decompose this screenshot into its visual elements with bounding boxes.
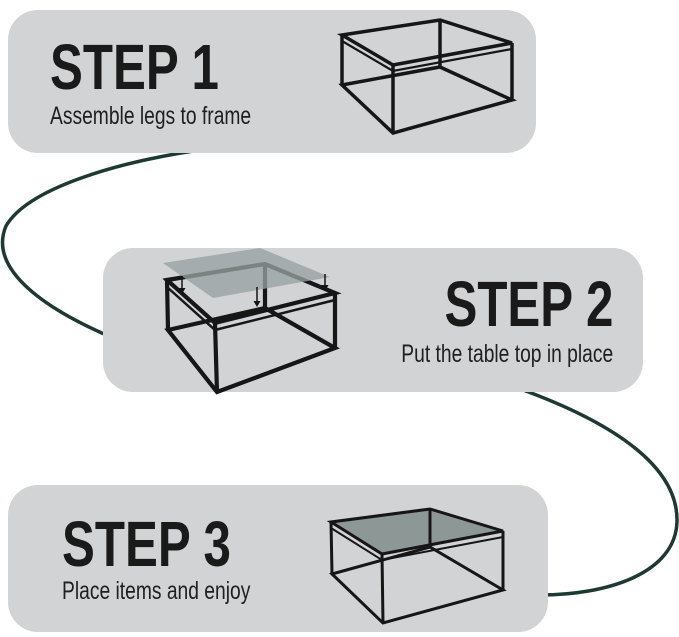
step-1-subtitle: Assemble legs to frame: [50, 102, 252, 130]
step-2-subtitle: Put the table top in place: [401, 340, 613, 368]
step-2-title: STEP 2: [444, 268, 613, 340]
step-3-subtitle: Place items and enjoy: [62, 577, 251, 605]
step-3-title: STEP 3: [62, 508, 231, 580]
step-1-title: STEP 1: [50, 31, 219, 103]
